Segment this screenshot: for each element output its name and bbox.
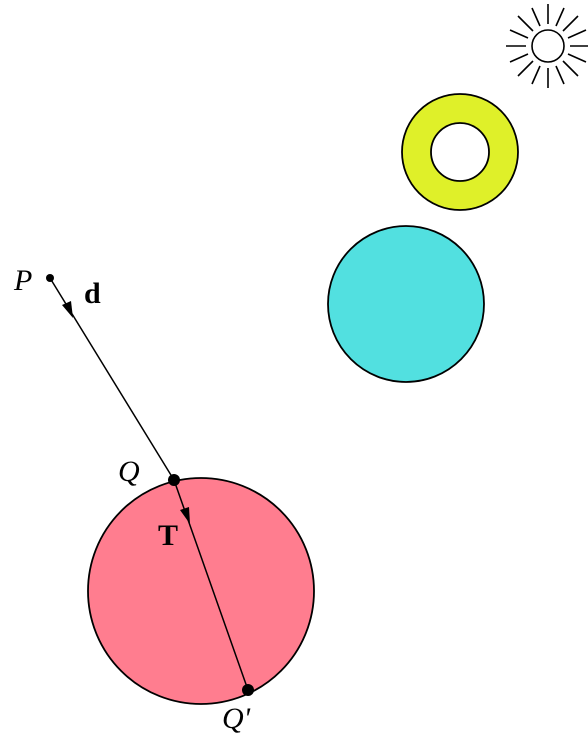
point-p — [46, 274, 54, 282]
label-p: P — [13, 264, 32, 297]
point-q-prime — [242, 684, 254, 696]
blue-sphere — [327, 225, 485, 383]
label-q-prime: Q' — [222, 702, 251, 735]
label-q: Q — [118, 455, 140, 488]
torus-object — [401, 93, 519, 211]
label-t: T — [158, 519, 178, 552]
point-q — [168, 474, 180, 486]
direction-arrowhead — [62, 301, 73, 318]
sun-icon — [506, 4, 588, 88]
red-sphere — [87, 477, 315, 705]
transmitted-arrowhead — [180, 507, 190, 524]
torus-hole — [430, 122, 490, 182]
label-d: d — [84, 277, 101, 310]
